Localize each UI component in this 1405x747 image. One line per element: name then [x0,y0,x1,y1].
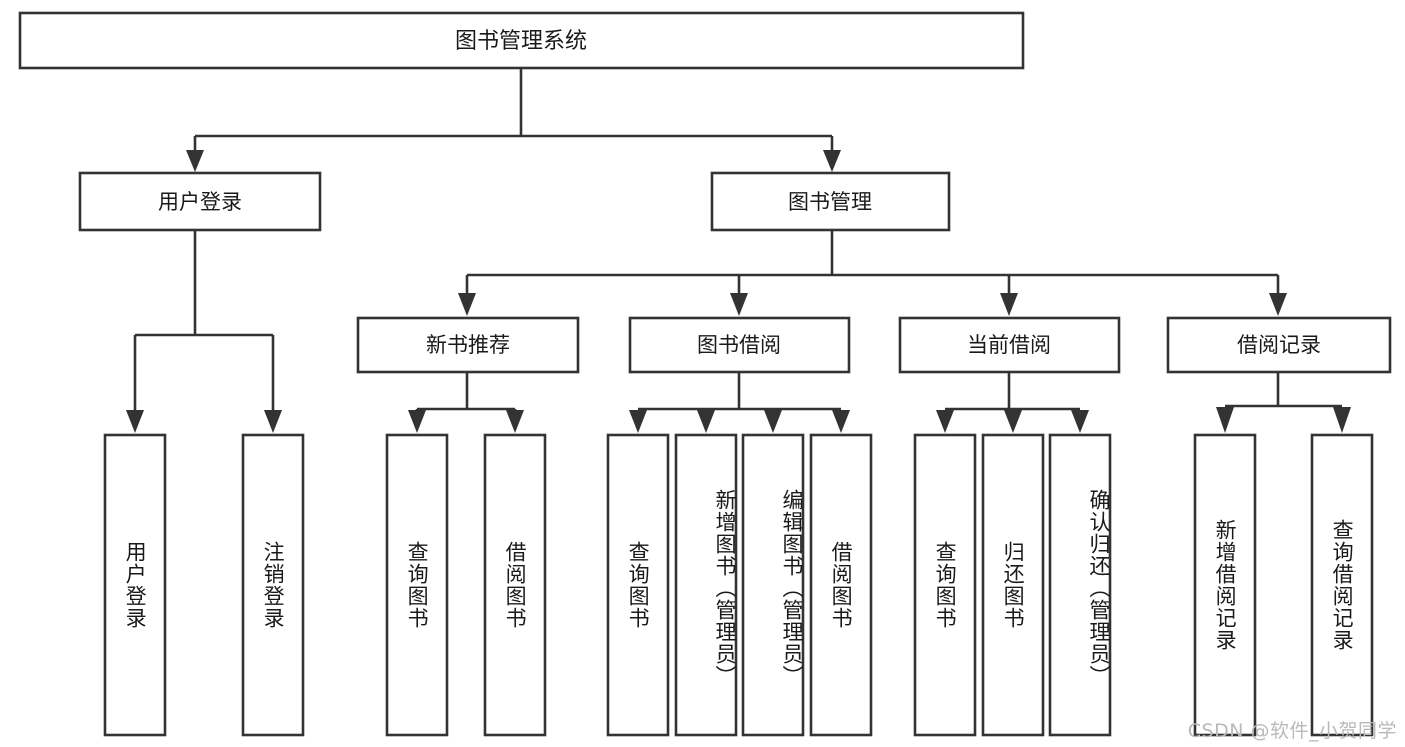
arrowhead-leaf-confirm-return [1071,410,1089,433]
node-current-borrow[interactable]: 当前借阅 [898,316,1121,374]
leaf-box-borrow-book-1[interactable] [483,433,547,737]
node-borrow-record-box[interactable] [1166,316,1392,374]
leaf-box-query-book-1[interactable] [385,433,449,737]
arrowhead-user-login [186,150,204,172]
node-current-borrow-box[interactable] [898,316,1121,374]
watermark-text: CSDN @软件_小贺同学 [1187,720,1397,742]
node-book-manage[interactable]: 图书管理 [710,171,951,232]
leaf-box-query-record[interactable] [1310,433,1374,737]
leaf-box-user-login[interactable] [103,433,167,737]
node-user-login[interactable]: 用户登录 [78,171,322,232]
arrowhead-leaf-query-book-1 [408,410,426,433]
arrowhead-book-manage [823,150,841,172]
arrowhead-leaf-query-book-3 [936,410,954,433]
connectors-layer [126,68,1351,433]
arrowhead-leaf-edit-book [764,410,782,433]
node-root-box[interactable] [18,11,1025,70]
node-book-manage-box[interactable] [710,171,951,232]
leaf-box-return-book[interactable] [981,433,1045,737]
arrowhead-leaf-borrow-book-2 [832,410,850,433]
arrowhead-book-borrow [730,293,748,316]
node-borrow-record[interactable]: 借阅记录 [1166,316,1392,374]
arrowhead-leaf-return-book [1004,410,1022,433]
arrowhead-leaf-query-book-2 [629,410,647,433]
node-new-book-rec-label: 新书推荐 [426,333,510,357]
arrowhead-leaf-add-book [697,410,715,433]
node-user-login-label: 用户登录 [158,190,242,214]
arrowhead-leaf-borrow-book-1 [506,410,524,433]
arrowhead-borrow-record [1269,293,1287,316]
arrowhead-leaf-add-record [1216,407,1234,433]
leaf-box-add-record[interactable] [1193,433,1257,737]
leaf-box-query-book-2[interactable] [606,433,670,737]
node-book-manage-label: 图书管理 [788,190,872,214]
node-new-book-rec[interactable]: 新书推荐 [356,316,580,374]
arrowhead-leaf-logout [264,410,282,433]
node-book-borrow-box[interactable] [628,316,851,374]
node-user-login-box[interactable] [78,171,322,232]
node-book-borrow-label: 图书借阅 [697,333,781,357]
arrowhead-current-borrow [1000,293,1018,316]
node-root-label: 图书管理系统 [455,29,587,54]
leaf-box-edit-book-admin[interactable] [741,433,805,737]
leaf-boxes-layer [103,433,1374,737]
node-borrow-record-label: 借阅记录 [1237,333,1321,357]
leaf-box-confirm-return-admin[interactable] [1048,433,1112,737]
arrowhead-leaf-user-login [126,410,144,433]
node-new-book-rec-box[interactable] [356,316,580,374]
node-root[interactable]: 图书管理系统 [18,11,1025,70]
leaf-box-borrow-book-2[interactable] [809,433,873,737]
leaf-box-query-book-3[interactable] [913,433,977,737]
arrowhead-leaf-query-record [1333,407,1351,433]
leaf-box-logout[interactable] [241,433,305,737]
arrowhead-new-book-rec [458,293,476,316]
leaf-box-add-book-admin[interactable] [674,433,738,737]
node-current-borrow-label: 当前借阅 [967,333,1051,357]
node-book-borrow[interactable]: 图书借阅 [628,316,851,374]
